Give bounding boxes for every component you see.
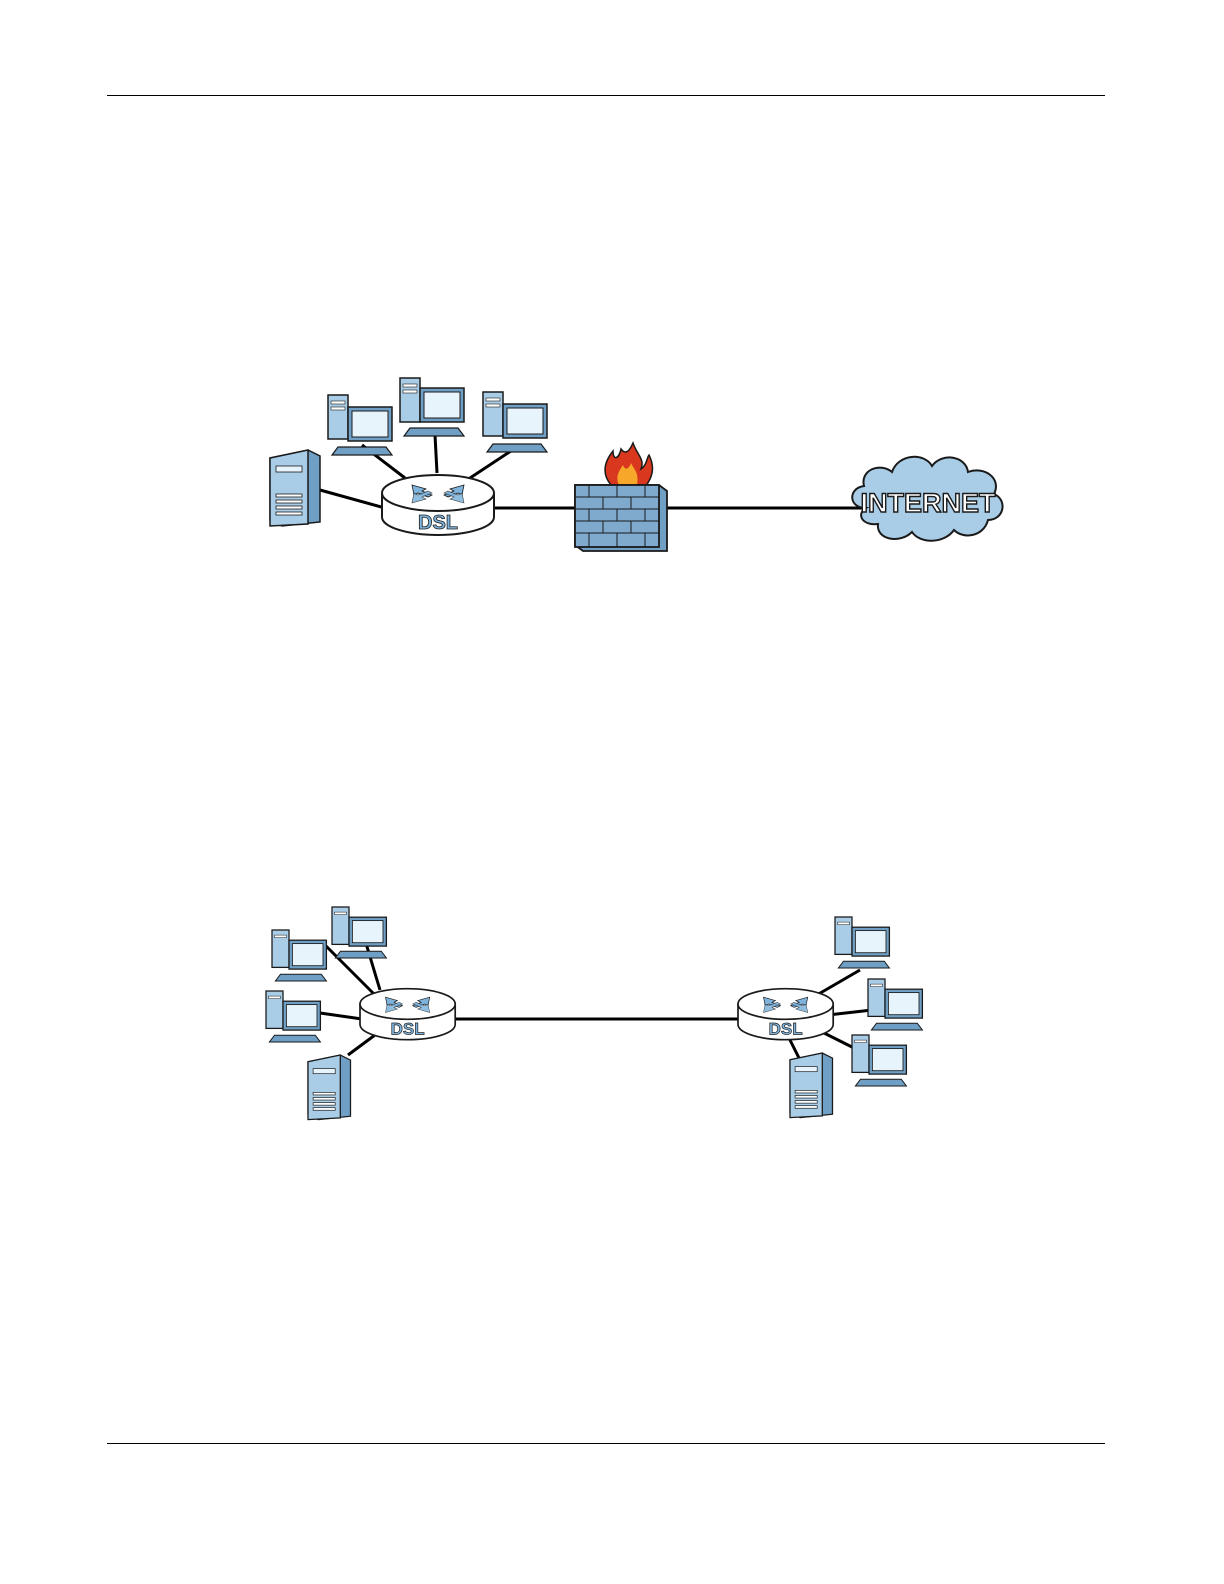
- desktop-computer-icon: [835, 917, 889, 968]
- link-a-server-router: [348, 1035, 375, 1055]
- link-b-server-router: [790, 1040, 800, 1060]
- desktop-computer-icon: [868, 979, 922, 1030]
- network-diagram-firewall: DSL INTERNET: [250, 360, 1030, 580]
- network-diagram-site-to-site: DSL DSL: [250, 895, 950, 1130]
- router-label: DSL: [418, 512, 458, 534]
- router-icon: DSL: [360, 989, 455, 1040]
- router-a-label: DSL: [391, 1020, 425, 1039]
- desktop-computer-icon: [332, 907, 386, 958]
- desktop-computer-icon: [272, 930, 326, 981]
- internet-cloud-icon: INTERNET: [852, 457, 1002, 541]
- server-tower-icon: [270, 450, 320, 526]
- desktop-computer-icon: [266, 991, 320, 1042]
- desktop-computer-icon: [483, 392, 547, 452]
- server-tower-icon: [790, 1053, 833, 1118]
- server-tower-icon: [308, 1055, 351, 1120]
- link-a-pc3-router: [320, 1013, 362, 1019]
- link-pc2-router: [435, 435, 437, 473]
- link-server-router: [320, 490, 385, 508]
- desktop-computer-icon: [400, 378, 464, 436]
- router-b-label: DSL: [769, 1020, 803, 1039]
- router-icon: DSL: [382, 475, 494, 535]
- firewall-icon: [575, 443, 667, 551]
- link-a-pc2-router: [365, 940, 380, 990]
- header-rule: [107, 95, 1105, 96]
- router-icon: DSL: [738, 989, 833, 1040]
- link-b-pc2-router: [828, 1010, 872, 1015]
- footer-rule: [107, 1443, 1105, 1444]
- desktop-computer-icon: [852, 1035, 906, 1086]
- diagram-canvas-1: DSL INTERNET: [250, 360, 1030, 580]
- desktop-computer-icon: [328, 395, 392, 455]
- internet-label: INTERNET: [861, 488, 997, 518]
- diagram-canvas-2: DSL DSL: [250, 895, 950, 1130]
